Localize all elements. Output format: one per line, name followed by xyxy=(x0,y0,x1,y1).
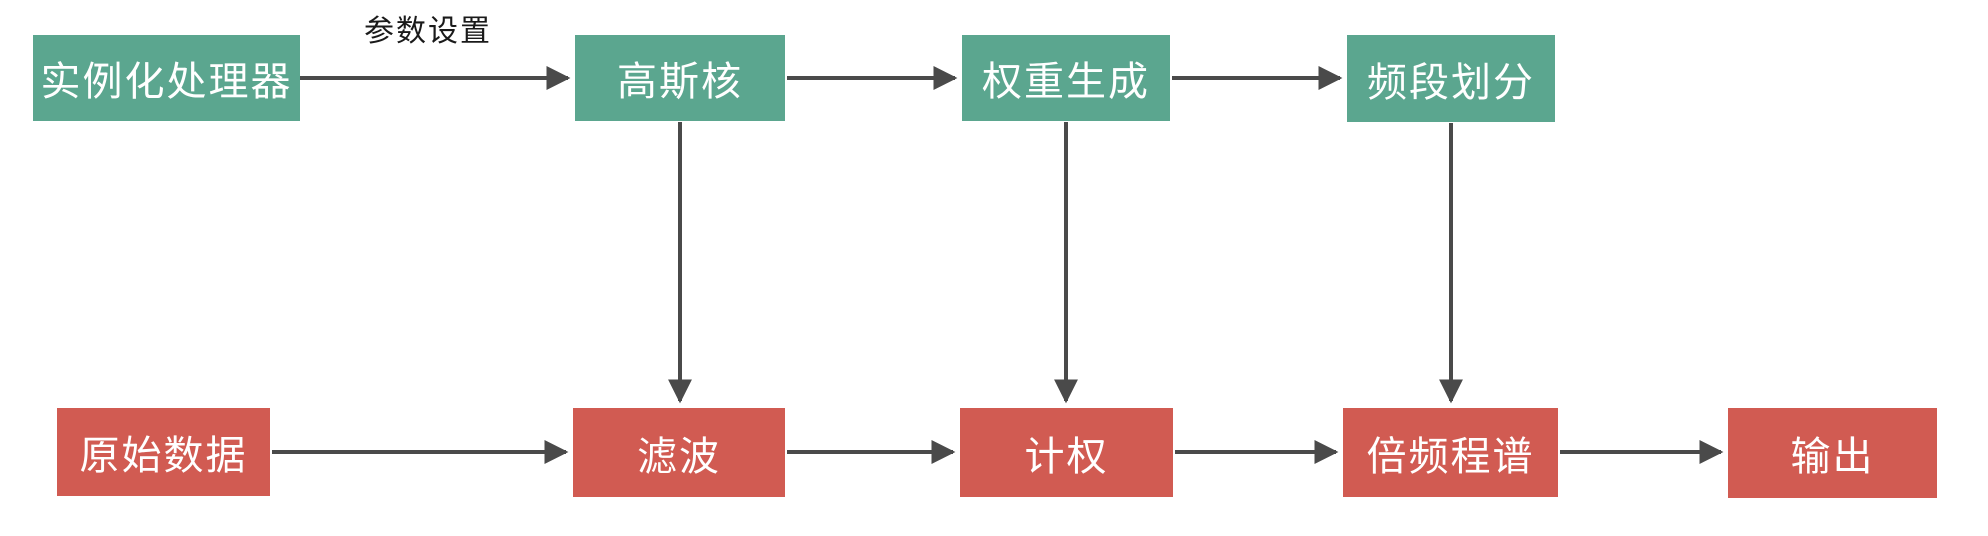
node-output: 输出 xyxy=(1728,408,1937,498)
edge-label-parameter-settings: 参数设置 xyxy=(364,14,492,49)
node-band-division: 频段划分 xyxy=(1347,35,1555,122)
node-gaussian-kernel: 高斯核 xyxy=(575,35,785,121)
node-weight-generation: 权重生成 xyxy=(962,35,1170,121)
node-octave-spectrum: 倍频程谱 xyxy=(1343,408,1558,497)
node-weighting: 计权 xyxy=(960,408,1173,497)
node-filter: 滤波 xyxy=(573,408,785,497)
node-raw-data: 原始数据 xyxy=(57,408,270,496)
node-instantiate-processor: 实例化处理器 xyxy=(33,35,300,121)
